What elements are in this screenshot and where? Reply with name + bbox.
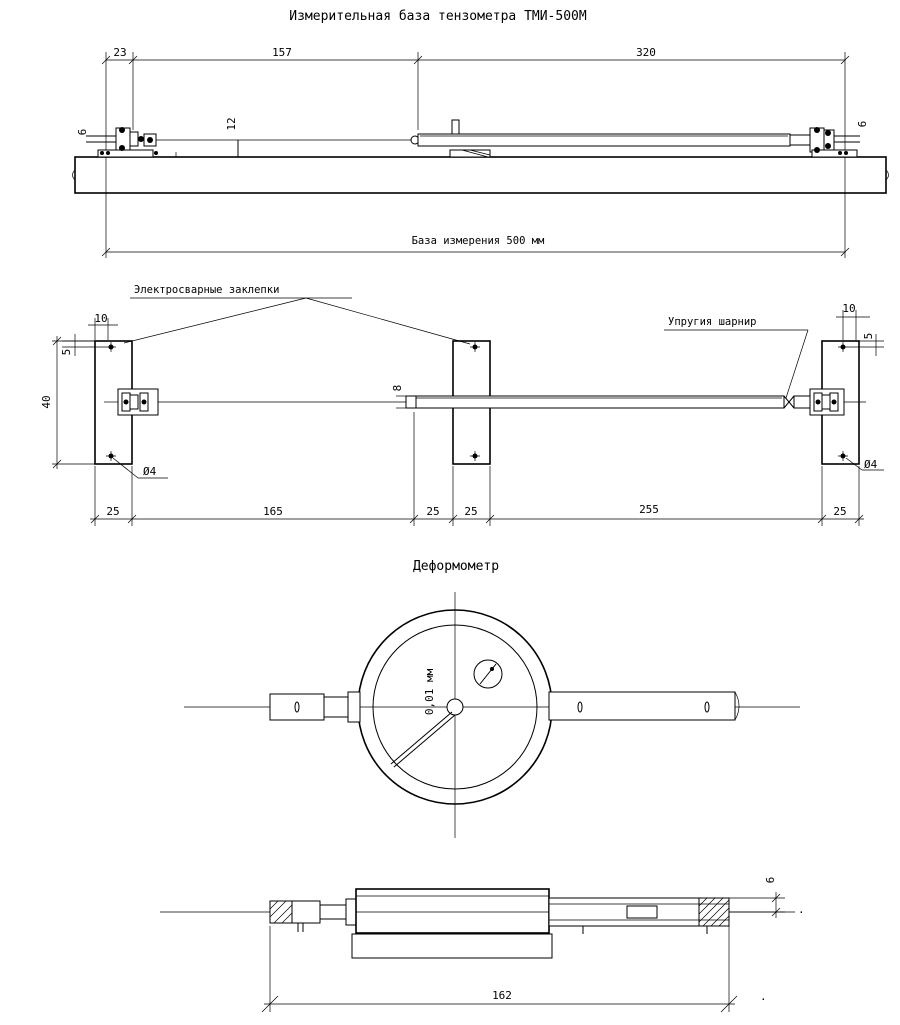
dim-10-right: 10 [842, 302, 855, 315]
dim-40: 40 [40, 395, 53, 408]
dim-12: 12 [225, 117, 238, 130]
dim-bottom-25-d: 25 [833, 505, 846, 518]
dia-right: Ø4 [864, 458, 878, 471]
dim-162: 162 [492, 989, 512, 1002]
right-arm [548, 691, 736, 721]
dim-6-side: 6 [764, 877, 777, 884]
dim-10-left: 10 [94, 312, 107, 325]
dim-23: 23 [113, 46, 126, 59]
svg-text:.: . [760, 990, 767, 1003]
title-deformometer: Деформометр [413, 559, 499, 574]
dial-inner [372, 624, 538, 790]
base-plate [74, 156, 887, 194]
dim-bottom-165: 165 [263, 505, 283, 518]
title-base: Измерительная база тензометра ТМИ-500М [289, 9, 587, 24]
dim-5-left: 5 [60, 349, 73, 356]
hinge-label: Упругия шарнир [668, 316, 757, 328]
svg-text:.: . [798, 903, 805, 916]
dial-scale-label: 0,01 мм [423, 668, 436, 715]
dim-bottom-25-c: 25 [464, 505, 477, 518]
view-plan-base: Электросварные заклепки Упругия шарнир 1… [40, 284, 884, 526]
view-side-base: 23 157 320 6 12 [72, 46, 889, 258]
dim-157: 157 [272, 46, 292, 59]
view-deformometer-front: 0,01 мм [184, 592, 800, 838]
left-arm [269, 693, 325, 721]
deformometer-body [355, 888, 550, 934]
dim-6-left: 6 [76, 129, 89, 136]
dim-bottom-255: 255 [639, 503, 659, 516]
view-deformometer-side: 6 . 162 . [160, 877, 805, 1013]
dia-left: Ø4 [143, 465, 157, 478]
dim-bottom-25-b: 25 [426, 505, 439, 518]
dim-320: 320 [636, 46, 656, 59]
base-measure-label: База измерения 500 мм [412, 235, 545, 247]
dim-5-right: 5 [862, 333, 875, 340]
dim-6-right: 6 [856, 121, 869, 128]
rivets-label: Электросварные заклепки [134, 284, 279, 296]
dim-bottom-25-a: 25 [106, 505, 119, 518]
dim-8: 8 [391, 385, 404, 392]
